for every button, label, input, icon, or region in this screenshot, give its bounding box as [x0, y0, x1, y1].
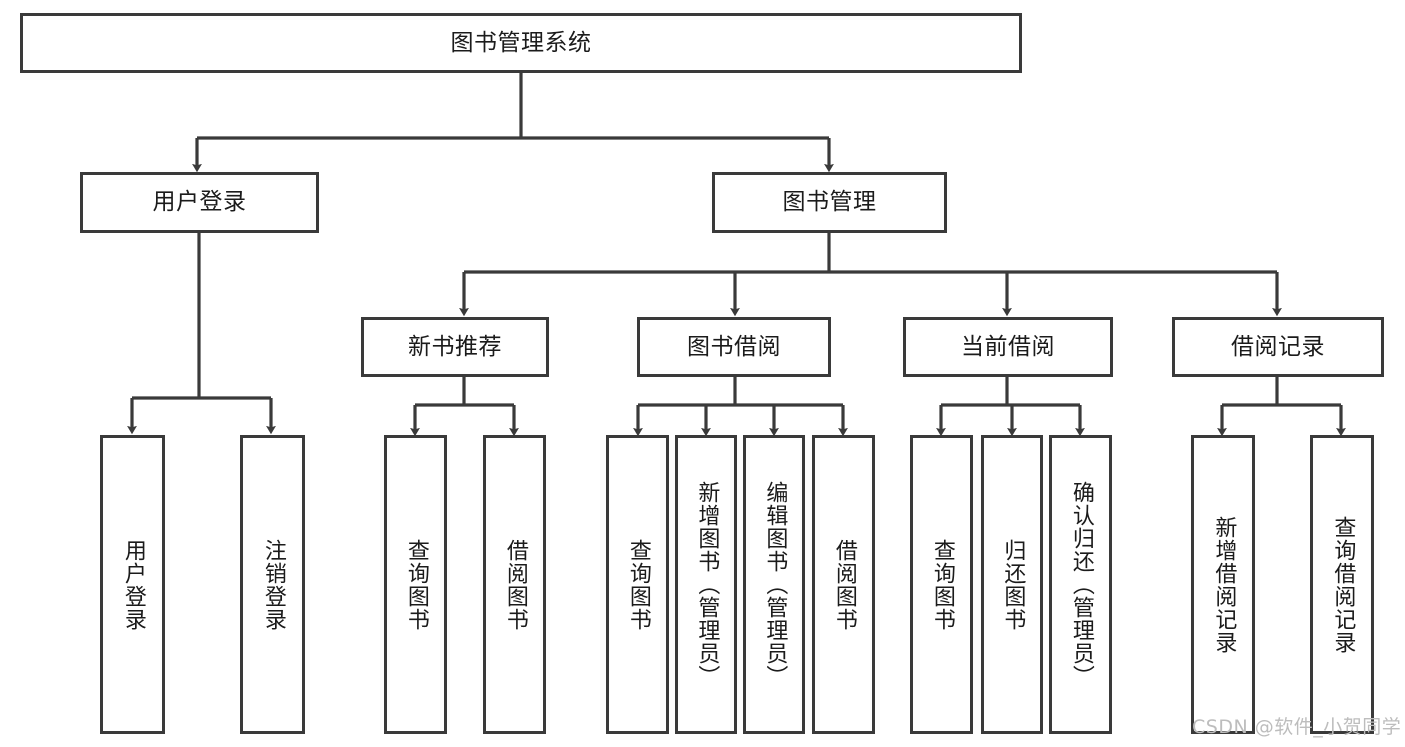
- node-current-borrow[interactable]: 当前借阅: [903, 317, 1113, 377]
- leaf-current-query-book[interactable]: 查询图书: [910, 435, 973, 734]
- node-label: 查询图书: [929, 538, 955, 631]
- node-borrow-record[interactable]: 借阅记录: [1172, 317, 1384, 377]
- node-label: 用户登录: [120, 538, 146, 631]
- node-new-book-recommend[interactable]: 新书推荐: [361, 317, 549, 377]
- node-book-borrow[interactable]: 图书借阅: [637, 317, 831, 377]
- node-label: 编辑图书（管理员）: [762, 481, 788, 688]
- connector-group-root: [192, 73, 834, 173]
- node-book-management[interactable]: 图书管理: [712, 172, 947, 233]
- leaf-new-book-query[interactable]: 查询图书: [384, 435, 447, 734]
- node-label: 新增借阅记录: [1211, 515, 1237, 654]
- connector-group-borrow-record: [1217, 377, 1346, 437]
- leaf-borrow-query-book[interactable]: 查询图书: [606, 435, 669, 734]
- node-label: 图书借阅: [687, 333, 781, 360]
- node-label: 归还图书: [1000, 538, 1026, 631]
- connector-group-new-book: [410, 377, 519, 437]
- node-label: 借阅记录: [1231, 333, 1325, 360]
- node-label: 新书推荐: [408, 333, 502, 360]
- node-label: 图书管理系统: [450, 29, 592, 56]
- node-root-system[interactable]: 图书管理系统: [20, 13, 1022, 73]
- node-label: 用户登录: [152, 189, 247, 216]
- node-label: 借阅图书: [502, 538, 528, 631]
- node-label: 查询借阅记录: [1330, 515, 1356, 654]
- leaf-user-login-login[interactable]: 用户登录: [100, 435, 165, 734]
- leaf-current-return-book[interactable]: 归还图书: [981, 435, 1043, 734]
- node-label: 当前借阅: [961, 333, 1055, 360]
- leaf-current-confirm-return[interactable]: 确认归还（管理员）: [1049, 435, 1112, 734]
- leaf-borrow-borrow-book[interactable]: 借阅图书: [812, 435, 875, 734]
- node-user-login[interactable]: 用户登录: [80, 172, 319, 233]
- node-label: 借阅图书: [831, 538, 857, 631]
- connector-group-borrow: [633, 377, 848, 437]
- node-label: 注销登录: [260, 538, 286, 631]
- node-label: 图书管理: [782, 189, 877, 216]
- node-label: 查询图书: [403, 538, 429, 631]
- leaf-user-login-logout[interactable]: 注销登录: [240, 435, 305, 734]
- leaf-record-query[interactable]: 查询借阅记录: [1310, 435, 1374, 734]
- leaf-borrow-add-book[interactable]: 新增图书（管理员）: [675, 435, 737, 734]
- connector-group-user-login: [127, 233, 276, 435]
- node-label: 确认归还（管理员）: [1068, 481, 1094, 688]
- leaf-record-add[interactable]: 新增借阅记录: [1191, 435, 1255, 734]
- leaf-borrow-edit-book[interactable]: 编辑图书（管理员）: [743, 435, 805, 734]
- leaf-new-book-borrow[interactable]: 借阅图书: [483, 435, 546, 734]
- node-label: 新增图书（管理员）: [694, 481, 720, 688]
- connector-group-current-borrow: [936, 377, 1085, 437]
- node-label: 查询图书: [625, 538, 651, 631]
- connector-group-book-manage: [459, 233, 1282, 317]
